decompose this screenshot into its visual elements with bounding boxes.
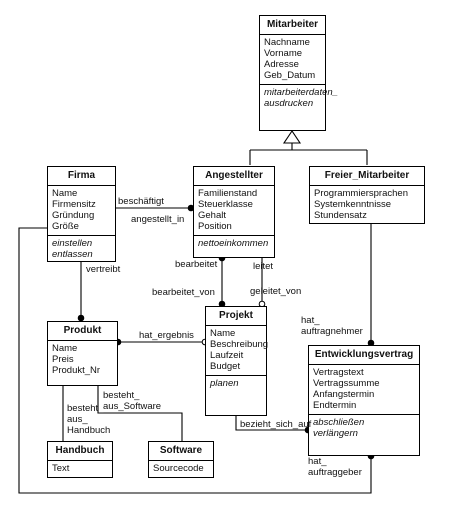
attribute: Position [198,221,232,232]
class-angestellter: Angestellter Familienstand Steuerklasse … [193,166,275,258]
class-name: Freier_Mitarbeiter [310,167,424,186]
class-firma: Firma Name Firmensitz Gründung Größe ein… [47,166,116,262]
attribute: Laufzeit [210,350,244,361]
attribute: Vertragstext [313,367,364,378]
label-bezieht-sich-auf: bezieht_sich_auf [240,419,312,430]
generalization-triangle [282,130,302,144]
assoc-hat-auftraggeber [18,227,372,494]
class-software: Software Sourcecode [148,441,214,478]
label-besteht-aus-handbuch-1: besteht_ [67,403,104,414]
assoc-besteht-aus-software [97,386,183,441]
attribute: Geb_Datum [264,70,316,81]
multiplicity-many-dot [77,314,85,322]
operation: mitarbeiterdaten_ [264,87,338,98]
class-entwicklungsvertrag: Entwicklungsvertrag Vertragstext Vertrag… [308,345,420,456]
assoc-bezieht-sich-auf [235,416,308,431]
attribute: Adresse [264,59,299,70]
operation-list: planen [206,375,266,392]
operation-list: nettoeinkommen [194,235,274,252]
class-produkt: Produkt Name Preis Produkt_Nr [47,321,118,386]
attribute: Text [52,463,70,474]
generalization-lines [249,143,368,165]
attribute-list: Name Beschreibung Laufzeit Budget [206,326,269,375]
label-hat-auftragnehmer-1: hat_ [301,315,320,326]
attribute: Preis [52,354,74,365]
attribute-list: Nachname Vorname Adresse Geb_Datum [260,35,325,84]
attribute-list: Sourcecode [149,461,213,477]
label-besteht-aus-software-2: aus_Software [103,401,162,412]
operation: nettoeinkommen [198,238,269,249]
attribute: Sourcecode [153,463,204,474]
attribute: Name [52,188,78,199]
attribute-list: Familienstand Steuerklasse Gehalt Positi… [194,186,274,235]
attribute: Steuerklasse [198,199,253,210]
label-hat-auftraggeber-2: auftraggeber [308,467,362,478]
operation: planen [210,378,239,389]
operation: verlängern [313,428,358,439]
label-angestellt-in: angestellt_in [131,214,185,225]
attribute-list: Programmiersprachen Systemkenntnisse Stu… [310,186,424,224]
label-vertreibt: vertreibt [86,264,121,275]
label-besteht-aus-handbuch-3: Handbuch [67,425,111,436]
attribute-list: Vertragstext Vertragssumme Anfangstermin… [309,365,419,414]
class-name: Entwicklungsvertrag [309,346,419,365]
operation: entlassen [52,249,93,260]
label-besteht-aus-software-1: besteht_ [103,390,140,401]
class-projekt: Projekt Name Beschreibung Laufzeit Budge… [205,306,269,416]
attribute: Nachname [264,37,310,48]
class-freier-mitarbeiter: Freier_Mitarbeiter Programmiersprachen S… [309,166,425,224]
class-name: Mitarbeiter [260,16,325,35]
class-name: Produkt [48,322,117,341]
label-hat-auftraggeber-1: hat_ [308,456,327,467]
label-hat-auftragnehmer-2: auftragnehmer [301,326,363,337]
attribute: Beschreibung [210,339,269,350]
attribute: Größe [52,221,79,232]
attribute: Stundensatz [314,210,367,221]
operation-list: mitarbeiterdaten_ ausdrucken [260,84,338,112]
attribute: Name [210,328,236,339]
class-name: Angestellter [194,167,274,186]
class-handbuch: Handbuch Text [47,441,113,478]
attribute: Familienstand [198,188,258,199]
label-geleitet-von: geleitet_von [250,286,302,297]
label-beschaeftigt: beschäftigt [118,196,164,207]
attribute-list: Name Preis Produkt_Nr [48,341,117,379]
attribute: Gehalt [198,210,226,221]
label-leitet: leitet [253,261,274,272]
attribute: Endtermin [313,400,357,411]
attribute: Budget [210,361,241,372]
attribute: Vertragssumme [313,378,380,389]
class-name: Firma [48,167,115,186]
class-name: Software [149,442,213,461]
attribute: Firmensitz [52,199,96,210]
attribute-list: Text [48,461,112,477]
label-bearbeitet: bearbeitet [175,259,218,270]
operation: einstellen [52,238,93,249]
label-besteht-aus-handbuch-2: aus_ [67,414,88,425]
operation-list: einstellen entlassen [48,235,115,263]
label-bearbeitet-von: bearbeitet_von [152,287,215,298]
attribute: Name [52,343,78,354]
attribute: Programmiersprachen [314,188,408,199]
attribute-list: Name Firmensitz Gründung Größe [48,186,115,235]
class-mitarbeiter: Mitarbeiter Nachname Vorname Adresse Geb… [259,15,338,131]
label-hat-ergebnis: hat_ergebnis [139,330,194,341]
operation: abschließen [313,417,365,428]
attribute: Produkt_Nr [52,365,101,376]
class-name: Handbuch [48,442,112,461]
attribute: Vorname [264,48,303,59]
attribute: Systemkenntnisse [314,199,392,210]
operation-list: abschließen verlängern [309,414,419,442]
attribute: Anfangstermin [313,389,375,400]
attribute: Gründung [52,210,95,221]
operation: ausdrucken [264,98,314,109]
class-name: Projekt [206,307,266,326]
